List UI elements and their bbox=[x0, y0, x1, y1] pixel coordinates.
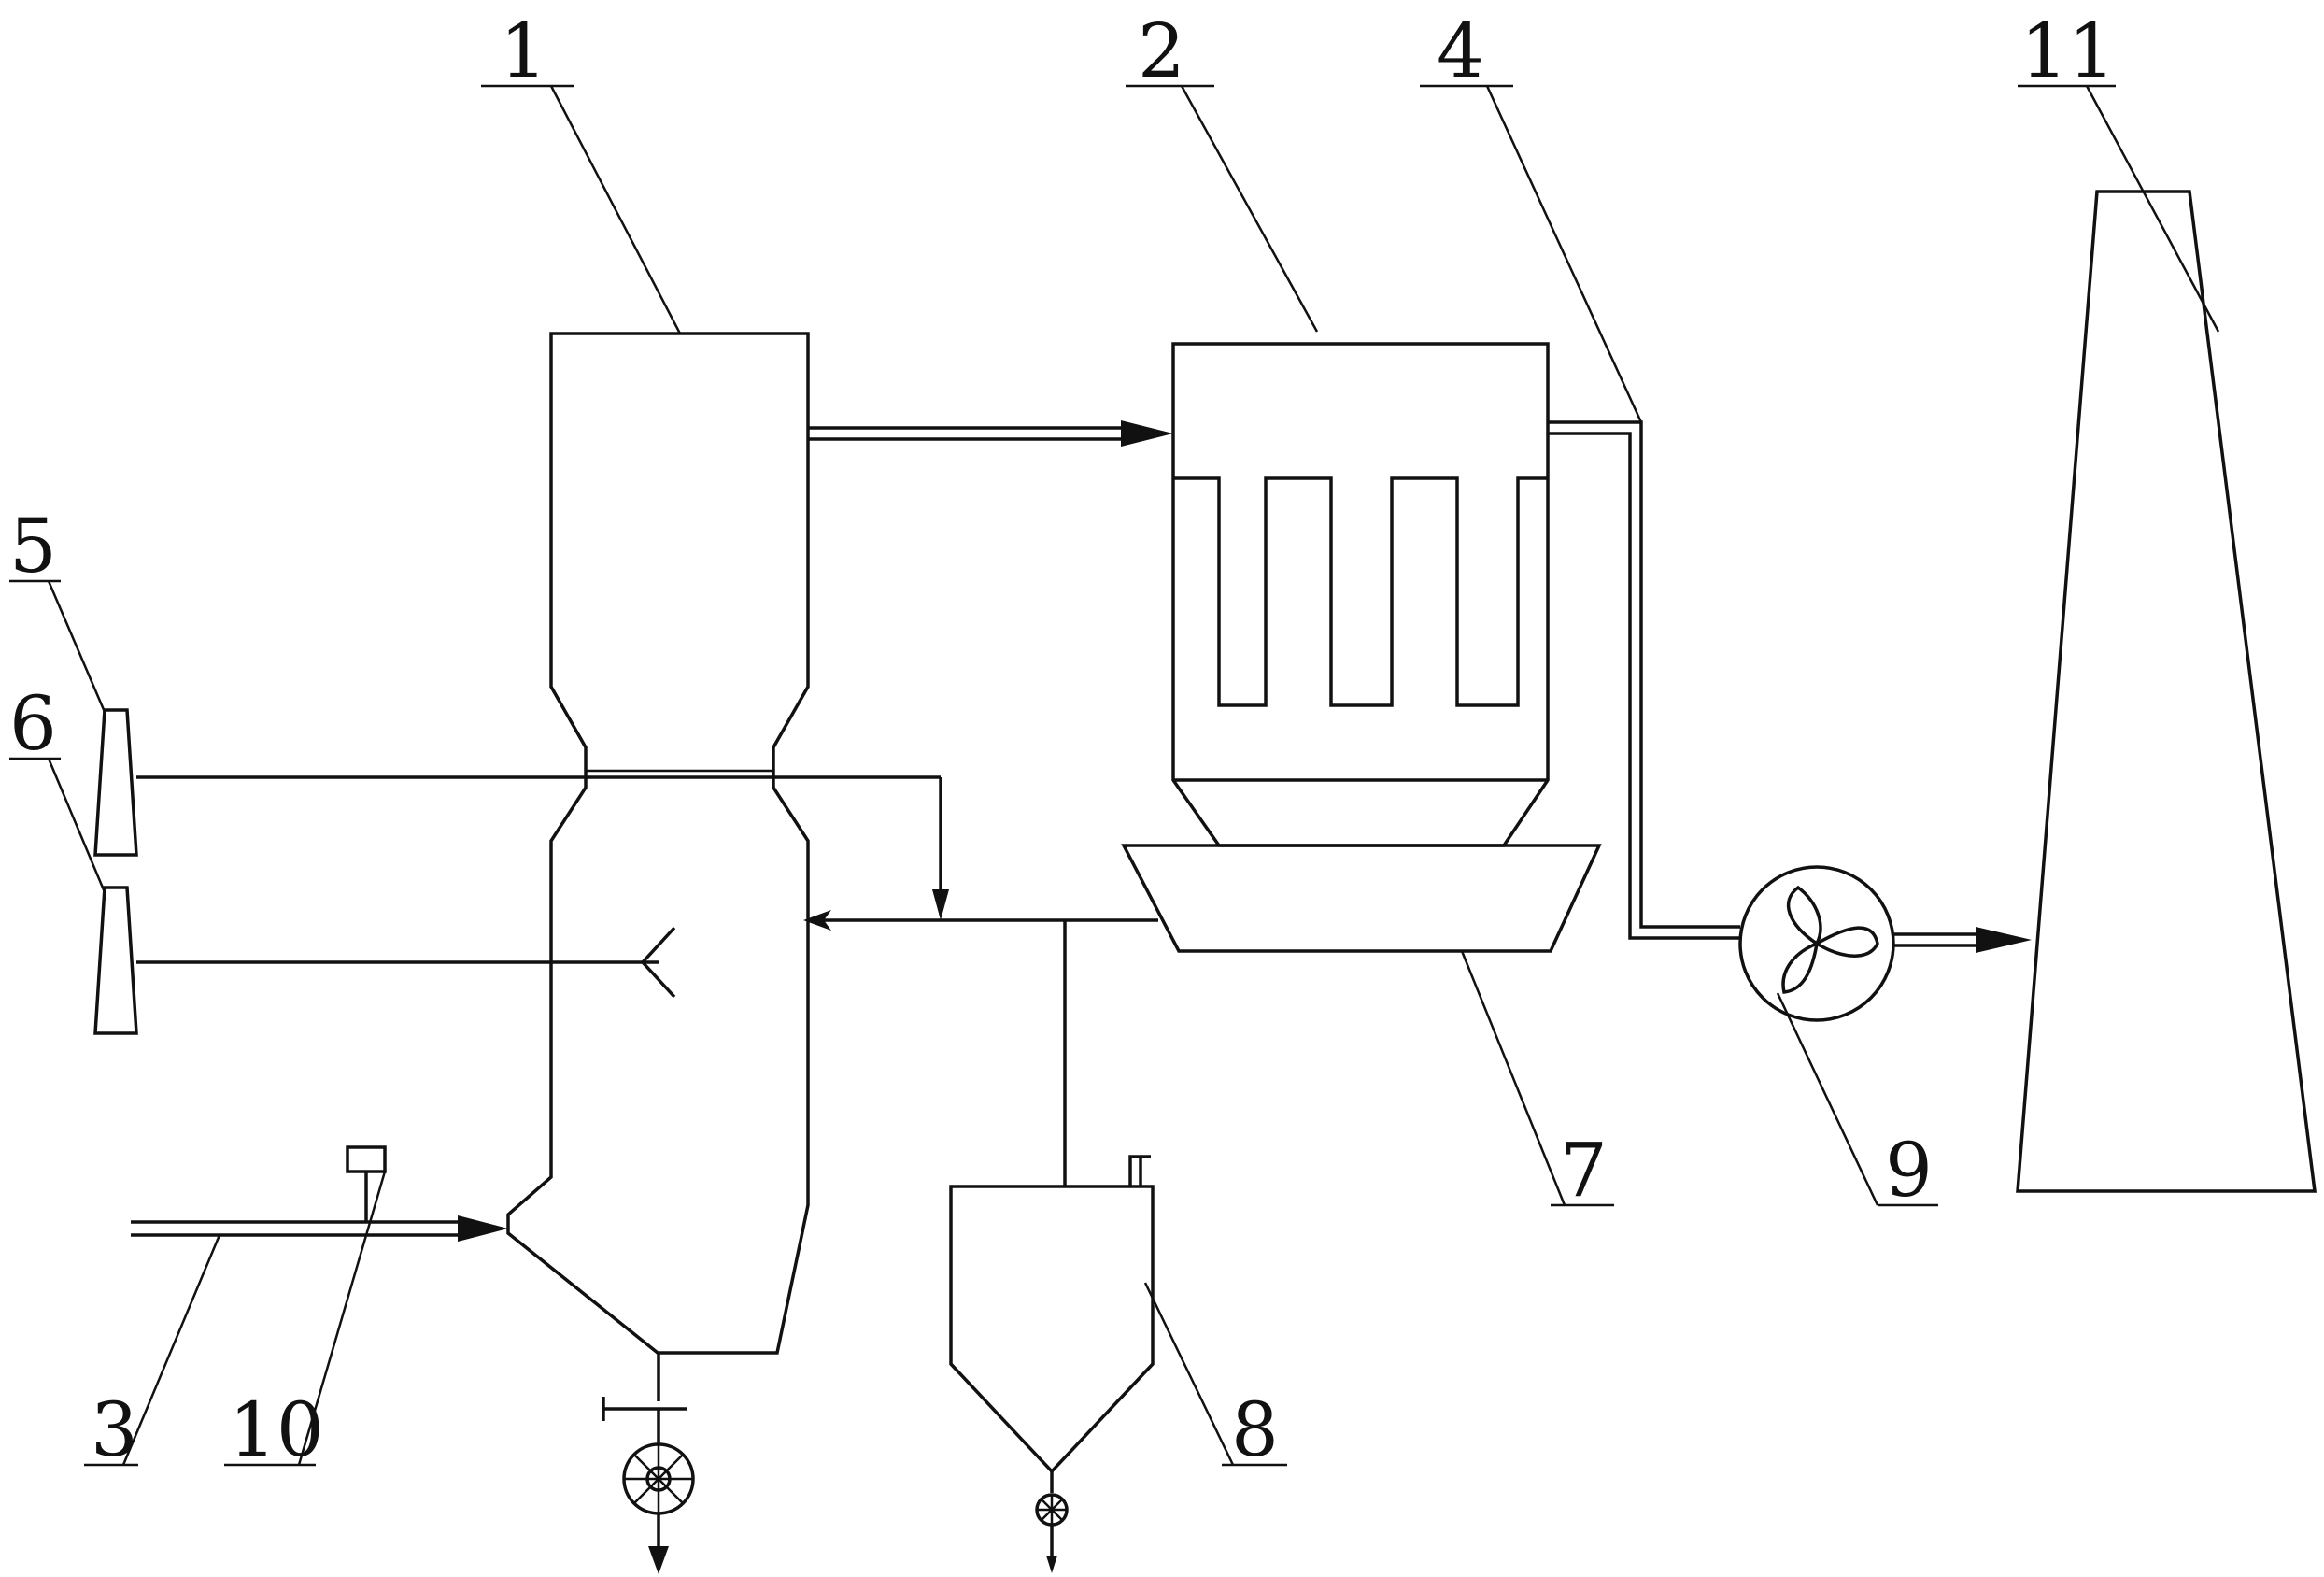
dust-silo bbox=[949, 1155, 1155, 1573]
label-8: 8 bbox=[1231, 1386, 1279, 1473]
label-9: 9 bbox=[1885, 1127, 1933, 1214]
tank-5-feed-arrow bbox=[932, 889, 949, 920]
induced-draft-fan bbox=[1738, 865, 2032, 1022]
silo-vent bbox=[1128, 1155, 1151, 1186]
recirculation-line bbox=[803, 910, 1158, 1186]
label-11: 11 bbox=[2020, 7, 2116, 94]
gas-flow-arrow bbox=[1121, 420, 1173, 447]
flue-gas-inlet bbox=[131, 1215, 508, 1242]
filter-bags bbox=[1173, 476, 1548, 707]
discharge-arrow bbox=[648, 1546, 669, 1574]
spray-nozzle-icon bbox=[640, 926, 676, 999]
tank-5-body bbox=[93, 708, 138, 857]
label-5: 5 bbox=[9, 503, 57, 590]
fan-blade-2 bbox=[1813, 926, 1879, 958]
label-7: 7 bbox=[1560, 1127, 1608, 1214]
ash-hopper bbox=[1121, 844, 1602, 953]
inlet-arrow bbox=[458, 1215, 508, 1242]
silo-body bbox=[949, 1185, 1155, 1474]
label-10: 10 bbox=[229, 1386, 324, 1473]
label-1: 1 bbox=[500, 7, 547, 94]
gas-duct-to-filter bbox=[808, 420, 1173, 447]
fan-outlet-arrow bbox=[1976, 927, 2032, 953]
fan-casing bbox=[1738, 865, 1895, 1022]
flow-meter-box bbox=[346, 1145, 387, 1173]
leader-lines bbox=[9, 84, 2220, 1467]
rotary-valve-icon bbox=[622, 1442, 695, 1515]
flow-meter bbox=[346, 1145, 387, 1222]
reagent-tank-6 bbox=[93, 886, 676, 1035]
filter-housing bbox=[1171, 342, 1550, 847]
reactor-tower bbox=[506, 332, 810, 1574]
clean-gas-duct bbox=[1548, 420, 1740, 940]
label-4: 4 bbox=[1437, 7, 1484, 94]
chimney bbox=[2016, 190, 2317, 1193]
reactor-body bbox=[506, 332, 810, 1355]
silo-outlet-arrow bbox=[1046, 1556, 1057, 1573]
label-2: 2 bbox=[1138, 7, 1185, 94]
fan-blade-1 bbox=[1787, 885, 1822, 946]
fan-blade-3 bbox=[1781, 941, 1820, 994]
bag-filter bbox=[1171, 342, 1550, 847]
tank-6-body bbox=[93, 886, 138, 1035]
reagent-tank-5 bbox=[93, 708, 949, 920]
silo-rotary-valve-icon bbox=[1035, 1493, 1069, 1527]
recirculation-arrow bbox=[803, 910, 831, 931]
label-6: 6 bbox=[9, 680, 57, 767]
label-3: 3 bbox=[91, 1386, 138, 1473]
